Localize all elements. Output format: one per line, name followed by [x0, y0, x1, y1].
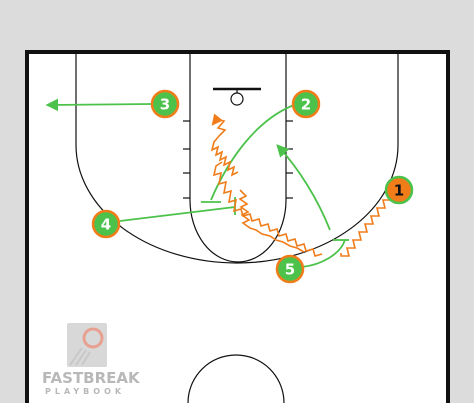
player-2: 2 — [291, 89, 321, 119]
free-throw-circle-lower — [189, 199, 287, 263]
lane-hash-marks — [183, 120, 293, 199]
player-5-marker — [275, 254, 305, 284]
player-5: 5 — [275, 254, 305, 284]
orange-actions — [210, 113, 390, 257]
cut-5-to-elbow — [276, 144, 331, 231]
fastbreak-logo: FASTBREAK PLAYBOOK — [42, 323, 141, 396]
three-point-line — [75, 52, 399, 264]
player-4: 4 — [91, 209, 121, 239]
rim — [230, 92, 244, 106]
logo-line2: PLAYBOOK — [45, 387, 125, 396]
player-4-label: 4 — [101, 216, 111, 234]
player-5-label: 5 — [285, 261, 295, 279]
dribble-zigzag-a — [212, 161, 323, 257]
player-1-marker — [384, 175, 414, 205]
screen-5-path — [301, 239, 346, 268]
court-boundary — [25, 50, 450, 403]
logo-speed-lines — [69, 347, 91, 366]
dribble-zigzag-b — [210, 113, 239, 177]
cut-3-to-wing — [45, 98, 153, 112]
dribble-1-path — [340, 199, 390, 257]
player-3-label: 3 — [160, 96, 170, 114]
player-1: 1 — [384, 175, 414, 205]
player-4-marker — [91, 209, 121, 239]
player-3: 3 — [150, 89, 180, 119]
player-3-marker — [150, 89, 180, 119]
half-court-circle — [187, 354, 285, 403]
player-1-label: 1 — [394, 182, 404, 200]
dribble-zigzag-c — [238, 189, 305, 253]
court-lines — [25, 50, 450, 403]
logo-ball-icon — [82, 327, 104, 349]
player-2-marker — [291, 89, 321, 119]
green-actions — [45, 98, 349, 268]
logo-line1: FASTBREAK — [42, 369, 141, 387]
player-2-label: 2 — [301, 96, 311, 114]
screen-4-path — [119, 206, 236, 222]
cut-2-into-lane — [210, 104, 295, 201]
